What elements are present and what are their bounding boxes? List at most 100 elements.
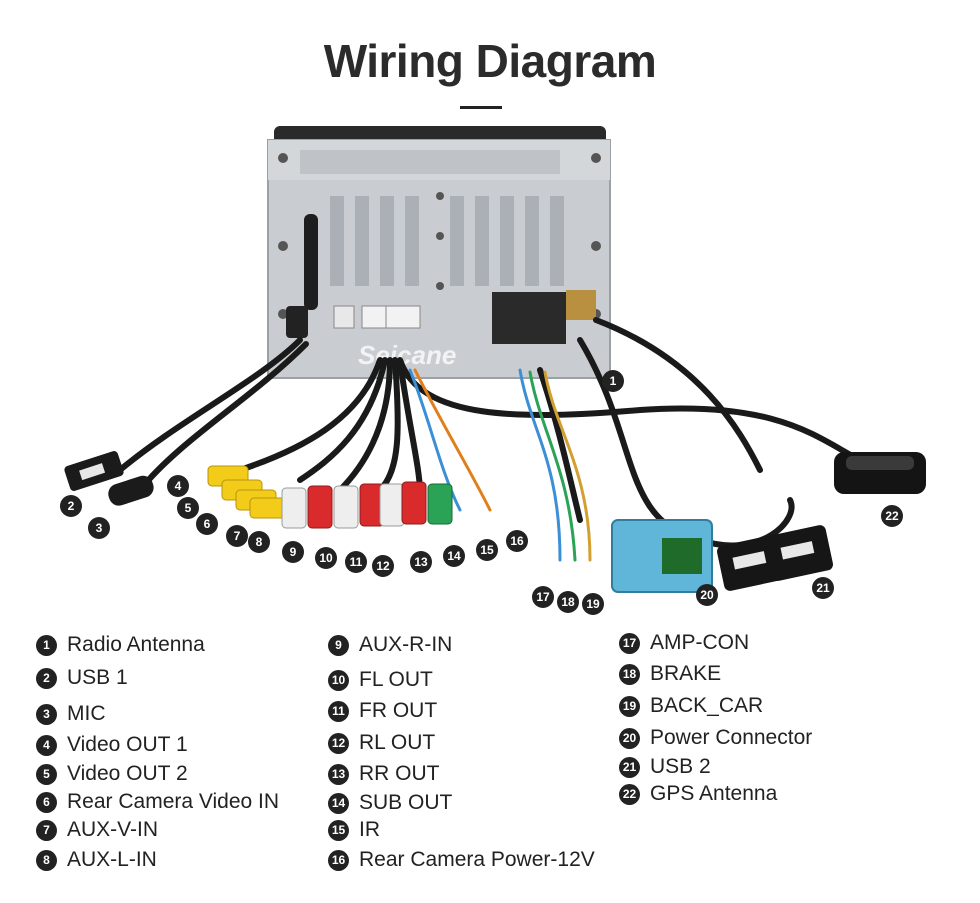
head-unit: Seicane (267, 126, 611, 379)
svg-text:7: 7 (234, 529, 241, 543)
legend-label: Video OUT 1 (67, 733, 188, 756)
legend-number-badge: 20 (619, 727, 640, 749)
legend-item-18: 18 BRAKE (619, 661, 721, 687)
legend-item-12: 12 RL OUT (328, 730, 435, 756)
legend-number-badge: 12 (328, 732, 349, 754)
legend-item-6: 6 Rear Camera Video IN (36, 789, 279, 815)
callout-5: 5 (177, 497, 199, 519)
legend-item-20: 20 Power Connector (619, 725, 812, 751)
svg-text:3: 3 (96, 521, 103, 535)
legend-label: Radio Antenna (67, 633, 205, 656)
legend-number-badge: 9 (328, 634, 349, 656)
legend-item-13: 13 RR OUT (328, 761, 440, 787)
legend-number-badge: 18 (619, 663, 640, 685)
legend-number-badge: 7 (36, 819, 57, 841)
svg-text:17: 17 (536, 590, 550, 604)
legend-label: Power Connector (650, 726, 813, 749)
page-title: Wiring Diagram (323, 35, 657, 87)
legend-label: RR OUT (359, 762, 440, 785)
legend-item-5: 5 Video OUT 2 (36, 761, 188, 787)
callout-3: 3 (88, 517, 110, 539)
svg-text:2: 2 (68, 499, 75, 513)
legend-item-1: 1 Radio Antenna (36, 632, 205, 658)
svg-text:9: 9 (290, 545, 297, 559)
legend-item-21: 21 USB 2 (619, 754, 711, 780)
legend-item-9: 9 AUX-R-IN (328, 632, 452, 658)
legend-number-badge: 1 (36, 634, 57, 656)
svg-text:20: 20 (700, 588, 714, 602)
legend-number-badge: 8 (36, 849, 57, 871)
callout-16: 16 (506, 530, 528, 552)
svg-text:5: 5 (185, 501, 192, 515)
svg-text:12: 12 (376, 559, 390, 573)
legend-number-badge: 6 (36, 791, 57, 813)
callout-19: 19 (582, 593, 604, 615)
legend-number-badge: 5 (36, 763, 57, 785)
callout-22: 22 (881, 505, 903, 527)
svg-text:4: 4 (175, 479, 182, 493)
legend-item-2: 2 USB 1 (36, 665, 128, 691)
legend-item-15: 15 IR (328, 817, 380, 843)
svg-text:19: 19 (586, 597, 600, 611)
legend-label: GPS Antenna (650, 782, 778, 805)
callout-2: 2 (60, 495, 82, 517)
legend-number-badge: 11 (328, 700, 349, 722)
svg-text:14: 14 (447, 549, 461, 563)
legend-number-badge: 15 (328, 819, 349, 841)
legend-label: USB 1 (67, 666, 128, 689)
title-underline (460, 106, 502, 109)
svg-text:10: 10 (319, 551, 333, 565)
legend-item-3: 3 MIC (36, 701, 106, 727)
legend-label: AUX-V-IN (67, 818, 159, 841)
legend-number-badge: 21 (619, 756, 640, 778)
svg-text:11: 11 (350, 555, 363, 569)
legend-number-badge: 16 (328, 849, 349, 871)
callout-15: 15 (476, 539, 498, 561)
legend-item-10: 10 FL OUT (328, 667, 433, 693)
svg-text:13: 13 (414, 555, 428, 569)
legend-item-16: 16 Rear Camera Power-12V (328, 847, 595, 873)
legend-number-badge: 14 (328, 792, 349, 814)
callout-20: 20 (696, 584, 718, 606)
legend-label: AUX-R-IN (359, 633, 453, 656)
callout-21: 21 (812, 577, 834, 599)
legend-label: AMP-CON (650, 631, 750, 654)
svg-text:22: 22 (885, 509, 899, 523)
legend-label: RL OUT (359, 731, 436, 754)
legend-item-22: 22 GPS Antenna (619, 781, 777, 807)
svg-text:6: 6 (204, 517, 211, 531)
legend-item-14: 14 SUB OUT (328, 790, 452, 816)
svg-text:8: 8 (256, 535, 263, 549)
legend-number-badge: 13 (328, 763, 349, 785)
callout-17: 17 (532, 586, 554, 608)
legend-item-7: 7 AUX-V-IN (36, 817, 158, 843)
callout-8: 8 (248, 531, 270, 553)
legend-label: MIC (67, 702, 106, 725)
legend-label: AUX-L-IN (67, 848, 157, 871)
legend-number-badge: 2 (36, 667, 57, 689)
brand-watermark: Seicane (358, 340, 456, 370)
legend-label: Video OUT 2 (67, 762, 188, 785)
callout-13: 13 (410, 551, 432, 573)
legend-number-badge: 3 (36, 703, 57, 725)
legend-label: Rear Camera Power-12V (359, 848, 595, 871)
callout-18: 18 (557, 591, 579, 613)
callout-12: 12 (372, 555, 394, 577)
svg-text:16: 16 (510, 534, 524, 548)
legend-number-badge: 19 (619, 695, 640, 717)
rca-connectors (207, 465, 453, 529)
svg-text:15: 15 (480, 543, 494, 557)
callout-6: 6 (196, 513, 218, 535)
legend-label: SUB OUT (359, 791, 453, 814)
callout-11: 11 (345, 551, 367, 573)
legend-number-badge: 10 (328, 669, 349, 691)
callout-14: 14 (443, 545, 465, 567)
legend-label: FL OUT (359, 668, 433, 691)
legend-item-19: 19 BACK_CAR (619, 693, 763, 719)
callout-10: 10 (315, 547, 337, 569)
legend-item-17: 17 AMP-CON (619, 630, 749, 656)
legend-label: FR OUT (359, 699, 438, 722)
svg-text:21: 21 (816, 581, 830, 595)
legend-number-badge: 17 (619, 632, 640, 654)
callout-4: 4 (167, 475, 189, 497)
